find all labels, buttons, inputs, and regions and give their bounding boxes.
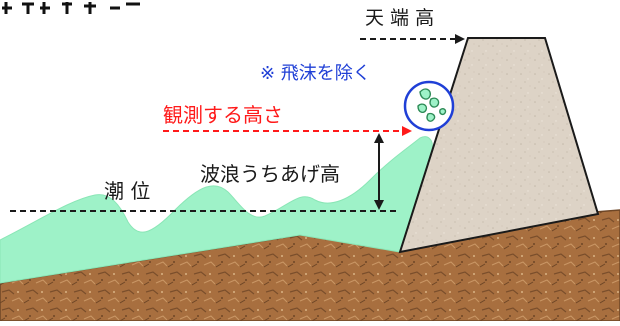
water-spray-icon bbox=[403, 80, 455, 132]
wave-runup-label: 波浪うちあげ高 bbox=[200, 162, 340, 186]
tide-level-label: 潮 位 bbox=[104, 179, 150, 203]
observed-height-label: 観測する高さ bbox=[163, 103, 283, 127]
wave-water bbox=[0, 136, 433, 284]
crest-height-label: 天 端 高 bbox=[365, 7, 434, 29]
seawall bbox=[398, 37, 600, 254]
exclude-spray-label: ※ 飛沫を除く bbox=[260, 63, 371, 84]
cropped-heading bbox=[0, 0, 250, 16]
